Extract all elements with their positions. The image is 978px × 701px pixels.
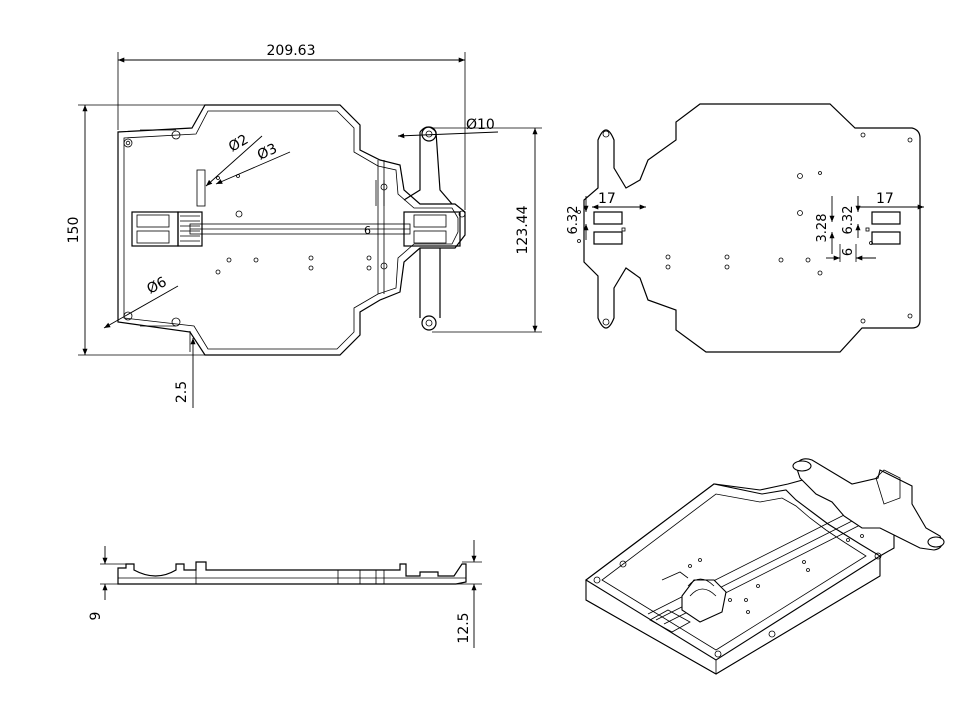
top-view: 209.63 150 123.44 Ø10 Ø2 Ø3 Ø6 6 2.5	[66, 43, 542, 408]
side-view: 9 12.5	[88, 540, 482, 648]
dim-total-height: 12.5	[456, 612, 472, 643]
iso-clamp-block	[681, 579, 727, 623]
dim-slot-note: 6	[364, 224, 371, 237]
dim-base-height: 9	[88, 612, 104, 621]
dim-wall-thickness: 2.5	[174, 381, 190, 403]
pivot-hole-bottom	[421, 315, 437, 331]
right-clamp-block	[403, 211, 461, 247]
dim-left-slot-height: 6.32	[566, 206, 581, 235]
dim-pivot-hole: Ø10	[466, 117, 495, 133]
dim-left-slot-width: 17	[598, 191, 616, 207]
pivot-hole-top	[421, 126, 437, 142]
top-view-outline	[117, 104, 466, 356]
dim-mount-span: 123.44	[515, 205, 531, 254]
dim-right-offset: 6	[841, 248, 856, 256]
iso-pivot-arm	[795, 458, 943, 551]
dim-right-slot-height: 6.32	[841, 206, 856, 235]
iso-pivot-hole-bottom	[927, 536, 945, 548]
dim-overall-height: 150	[66, 217, 82, 244]
dim-hole-medium: Ø3	[255, 141, 280, 164]
bottom-view-outline	[583, 103, 921, 353]
iso-pivot-hole-top	[792, 460, 812, 472]
dim-hole-small: Ø2	[226, 132, 251, 156]
dim-hole-large: Ø6	[144, 274, 169, 298]
vertical-slot	[196, 169, 206, 207]
bottom-slot-left-upper	[593, 211, 623, 225]
dim-right-slot-width: 17	[876, 191, 894, 207]
iso-holes	[593, 534, 882, 658]
bottom-slot-right-lower	[871, 231, 901, 245]
bottom-slot-right-upper	[871, 211, 901, 225]
pivot-arm	[403, 126, 453, 318]
bottom-view-holes	[577, 130, 913, 326]
top-view-rail	[140, 129, 385, 327]
dim-right-gap: 3.28	[815, 214, 830, 243]
dim-overall-width: 209.63	[267, 43, 316, 59]
top-view-holes	[123, 130, 466, 327]
bottom-slot-left-lower	[593, 231, 623, 245]
side-view-outline	[117, 561, 467, 585]
left-clamp-block	[131, 211, 179, 247]
top-view-inner-wall	[123, 110, 459, 350]
isometric-view	[585, 458, 945, 675]
bottom-view: 17 6.32 17 6.32 3.28 6	[566, 103, 924, 353]
